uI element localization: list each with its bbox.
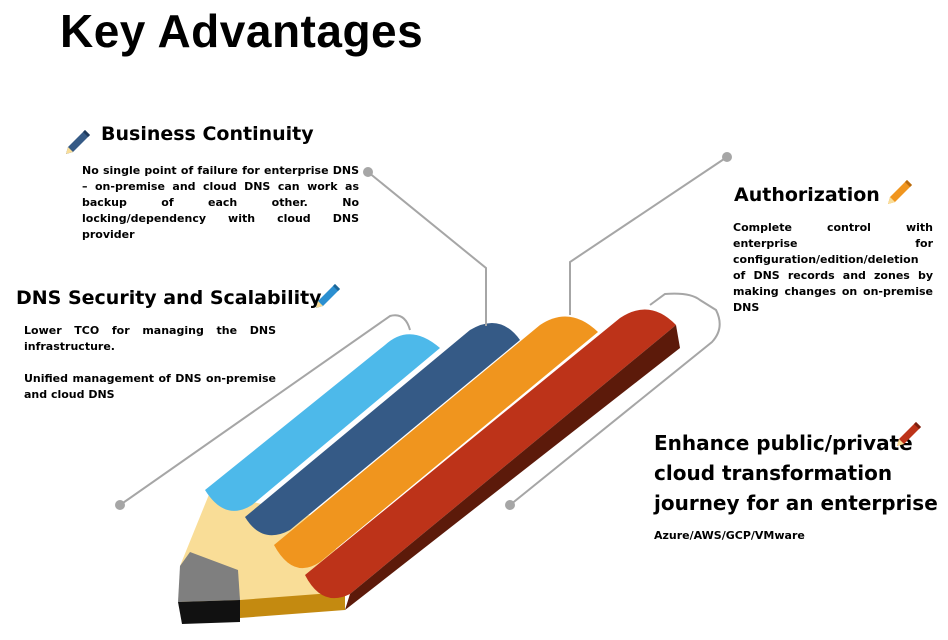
stripe-red-side: [345, 325, 680, 610]
page-title: Key Advantages: [60, 5, 424, 57]
connector-dot-business: [363, 167, 373, 177]
connector-dns-security: [119, 314, 411, 506]
stripe-orange: [274, 316, 598, 569]
dns-security-text-1: Lower TCO for managing the DNS infrastru…: [24, 324, 276, 353]
connector-authorization: [569, 156, 728, 315]
pencil-icon: [897, 422, 921, 446]
dns-security-text: Lower TCO for managing the DNS infrastru…: [24, 323, 276, 403]
cloud-transformation-heading: Enhance public/private cloud transformat…: [654, 431, 938, 515]
connector-dot-cloud: [505, 500, 515, 510]
connector-lines: [119, 156, 728, 506]
pencil-icon: [888, 180, 912, 204]
pencil-icon: [66, 130, 90, 154]
pencil-lead: [178, 552, 240, 602]
authorization-text: Complete control with enterprise for con…: [733, 221, 933, 314]
dns-security-heading: DNS Security and Scalability: [16, 287, 322, 309]
pencil-lead-base: [178, 600, 240, 624]
pencil-wood-shadow: [240, 592, 345, 618]
connector-dot-authorization: [722, 152, 732, 162]
connector-cloud: [509, 292, 721, 506]
authorization-heading: Authorization: [734, 184, 880, 206]
business-continuity-text: No single point of failure for enterpris…: [82, 164, 359, 241]
connector-dot-dns-security: [115, 500, 125, 510]
connector-business-continuity: [367, 171, 487, 326]
pencil-icon: [316, 284, 340, 308]
stripe-red: [305, 309, 676, 599]
cloud-transformation-text: Azure/AWS/GCP/VMware: [654, 529, 805, 542]
stripe-navy: [245, 322, 520, 536]
dns-security-text-2: Unified management of DNS on-premise and…: [24, 372, 276, 401]
stripe-light-blue: [205, 334, 440, 511]
business-continuity-heading: Business Continuity: [101, 123, 314, 145]
